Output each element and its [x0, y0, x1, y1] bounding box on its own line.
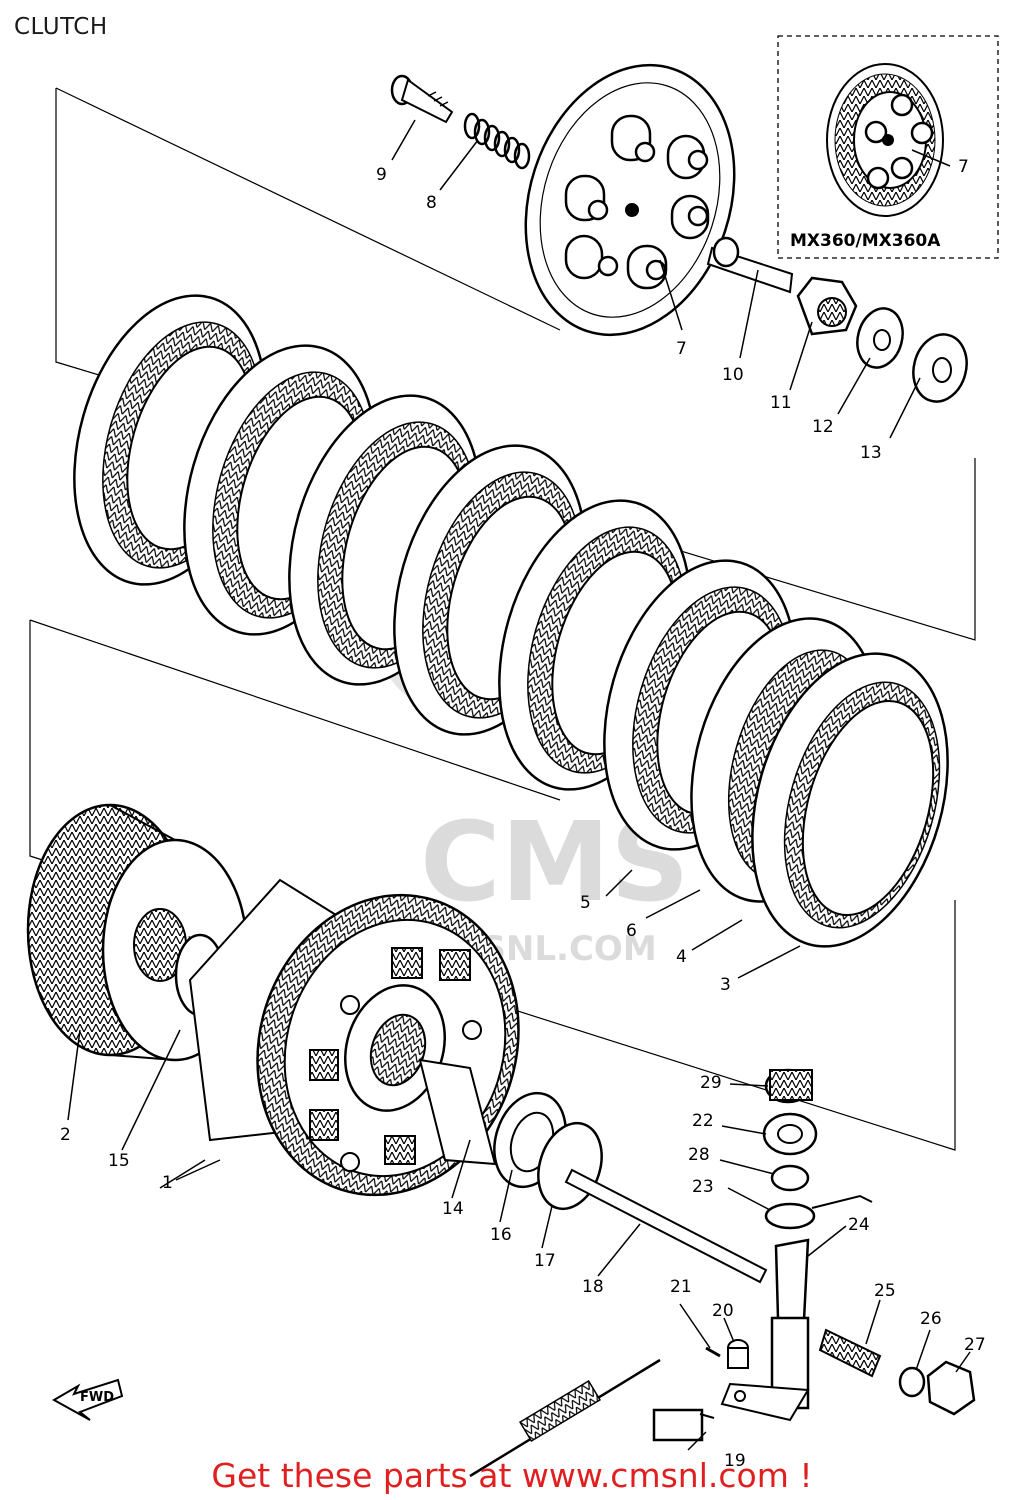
- callout-14: 14: [442, 1199, 464, 1219]
- nut-27: [926, 1360, 976, 1416]
- callout-7-plate: 7: [676, 339, 687, 359]
- callout-labels: 1 2 3 4 5 6 7 7 8 9 10 11 12 13 14 15 16…: [60, 157, 986, 1471]
- bearing: [764, 1068, 813, 1104]
- return-spring: [764, 1194, 873, 1230]
- callout-10: 10: [722, 365, 744, 385]
- washer-13: [912, 333, 968, 403]
- leader-lines: [67, 119, 971, 1451]
- clutch-screw: [390, 74, 454, 124]
- circlip: [770, 1164, 810, 1192]
- callout-24: 24: [848, 1215, 870, 1235]
- variant-inset: MX360/MX360A: [777, 35, 999, 259]
- callout-15: 15: [108, 1151, 130, 1171]
- callout-6: 6: [626, 921, 637, 941]
- callout-20: 20: [712, 1301, 734, 1321]
- lock-nut: [796, 276, 858, 336]
- callout-19: 19: [724, 1451, 746, 1471]
- push-rod-short: [706, 236, 794, 294]
- callout-5: 5: [580, 893, 591, 913]
- callout-12: 12: [812, 417, 834, 437]
- callout-18: 18: [582, 1277, 604, 1297]
- push-rod-long: [564, 1168, 768, 1284]
- washer-26: [898, 1366, 926, 1398]
- callout-3: 3: [720, 975, 731, 995]
- callout-16: 16: [490, 1225, 512, 1245]
- callout-17: 17: [534, 1251, 556, 1271]
- callout-13: 13: [860, 443, 882, 463]
- callout-4: 4: [676, 947, 687, 967]
- callout-9: 9: [376, 165, 387, 185]
- fwd-label: FWD: [80, 1390, 114, 1405]
- callout-26: 26: [920, 1309, 942, 1329]
- clutch-housing: [188, 878, 520, 1197]
- pin: [727, 1339, 749, 1369]
- callout-28: 28: [688, 1145, 710, 1165]
- push-lever-axle: [720, 1238, 810, 1422]
- clutch-plate-stack: [73, 294, 949, 948]
- oil-seal: [762, 1112, 818, 1156]
- callout-29: 29: [700, 1073, 722, 1093]
- callout-11: 11: [770, 393, 792, 413]
- callout-22: 22: [692, 1111, 714, 1131]
- callout-7-inset: 7: [958, 157, 969, 177]
- callout-8: 8: [426, 193, 437, 213]
- variant-label: MX360/MX360A: [790, 231, 941, 251]
- clutch-spring: [463, 112, 531, 170]
- callout-27: 27: [964, 1335, 986, 1355]
- callout-2: 2: [60, 1125, 71, 1145]
- split-pin: [705, 1346, 721, 1358]
- washer-12: [856, 307, 904, 369]
- adjust-screw: [818, 1328, 882, 1378]
- fwd-arrow: FWD: [51, 1378, 124, 1421]
- footer-promo-link[interactable]: Get these parts at www.cmsnl.com !: [211, 1456, 813, 1495]
- callout-1: 1: [162, 1173, 173, 1193]
- pressure-plate: [524, 63, 736, 337]
- callout-25: 25: [874, 1281, 896, 1301]
- callout-23: 23: [692, 1177, 714, 1197]
- clutch-cable: [469, 1358, 661, 1478]
- cable-holder: [652, 1408, 715, 1442]
- diagram-title: CLUTCH: [14, 14, 108, 40]
- callout-21: 21: [670, 1277, 692, 1297]
- clutch-plate-outer: [751, 652, 949, 948]
